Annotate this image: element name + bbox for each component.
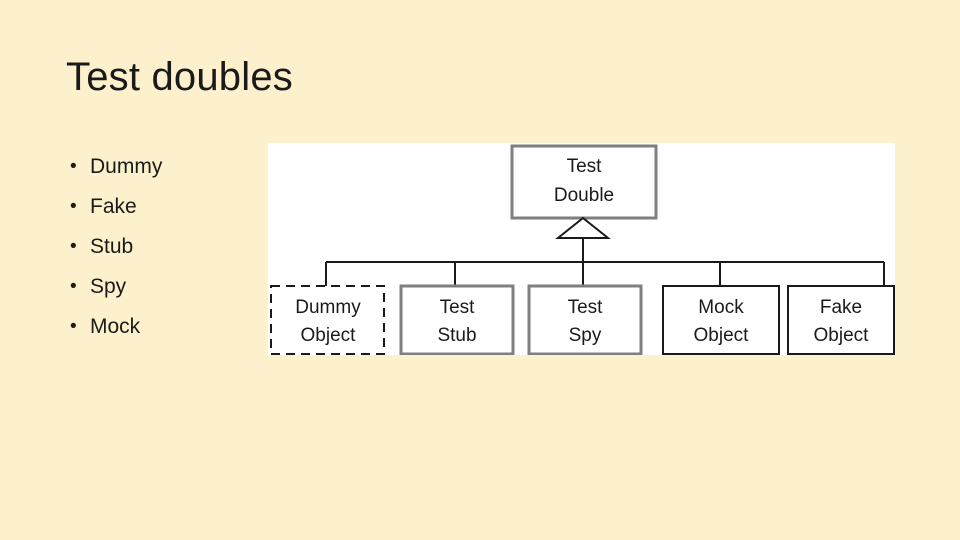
node-dummy-object-line2: Object: [301, 325, 357, 346]
node-mock-object-line2: Object: [694, 325, 750, 346]
node-mock-object-line1: Mock: [698, 297, 744, 318]
node-fake-object-line1: Fake: [820, 297, 862, 318]
list-item: Mock: [68, 307, 248, 347]
node-mock-object-box[interactable]: [662, 285, 780, 355]
node-test-stub[interactable]: Test Stub: [399, 284, 515, 355]
node-fake-object[interactable]: Fake Object: [787, 285, 895, 355]
node-test-stub-line1: Test: [440, 297, 476, 318]
list-item: Dummy: [68, 147, 248, 187]
node-test-spy-line1: Test: [568, 297, 604, 318]
bullet-label: Mock: [90, 315, 141, 338]
node-test-spy-box[interactable]: [527, 284, 643, 355]
node-test-stub-box[interactable]: [399, 284, 515, 355]
test-double-bullet-list: Dummy Fake Stub Spy Mock: [68, 147, 248, 347]
list-item: Spy: [68, 267, 248, 307]
node-test-double-line1: Test: [567, 156, 603, 177]
node-fake-object-line2: Object: [814, 325, 870, 346]
bullet-label: Dummy: [90, 155, 163, 178]
test-double-hierarchy-diagram: Test Double Dummy Object Test Stub Test: [268, 143, 895, 355]
bullet-label: Stub: [90, 235, 134, 258]
node-test-double[interactable]: Test Double: [510, 144, 658, 220]
bullet-label: Fake: [90, 195, 137, 218]
node-test-spy-line2: Spy: [569, 325, 602, 346]
node-fake-object-box[interactable]: [787, 285, 895, 355]
node-test-double-line2: Double: [554, 185, 614, 206]
list-item: Stub: [68, 227, 248, 267]
list-item: Fake: [68, 187, 248, 227]
node-mock-object[interactable]: Mock Object: [662, 285, 780, 355]
uml-generalization-triangle-icon: [555, 216, 611, 239]
bullet-label: Spy: [90, 275, 127, 298]
node-test-spy[interactable]: Test Spy: [527, 284, 643, 355]
node-dummy-object-line1: Dummy: [295, 297, 361, 318]
node-dummy-object[interactable]: Dummy Object: [270, 285, 385, 355]
node-test-stub-line2: Stub: [437, 325, 476, 346]
connector-lines: [325, 238, 885, 286]
page-title: Test doubles: [66, 55, 293, 99]
node-dummy-object-box[interactable]: [270, 285, 385, 355]
